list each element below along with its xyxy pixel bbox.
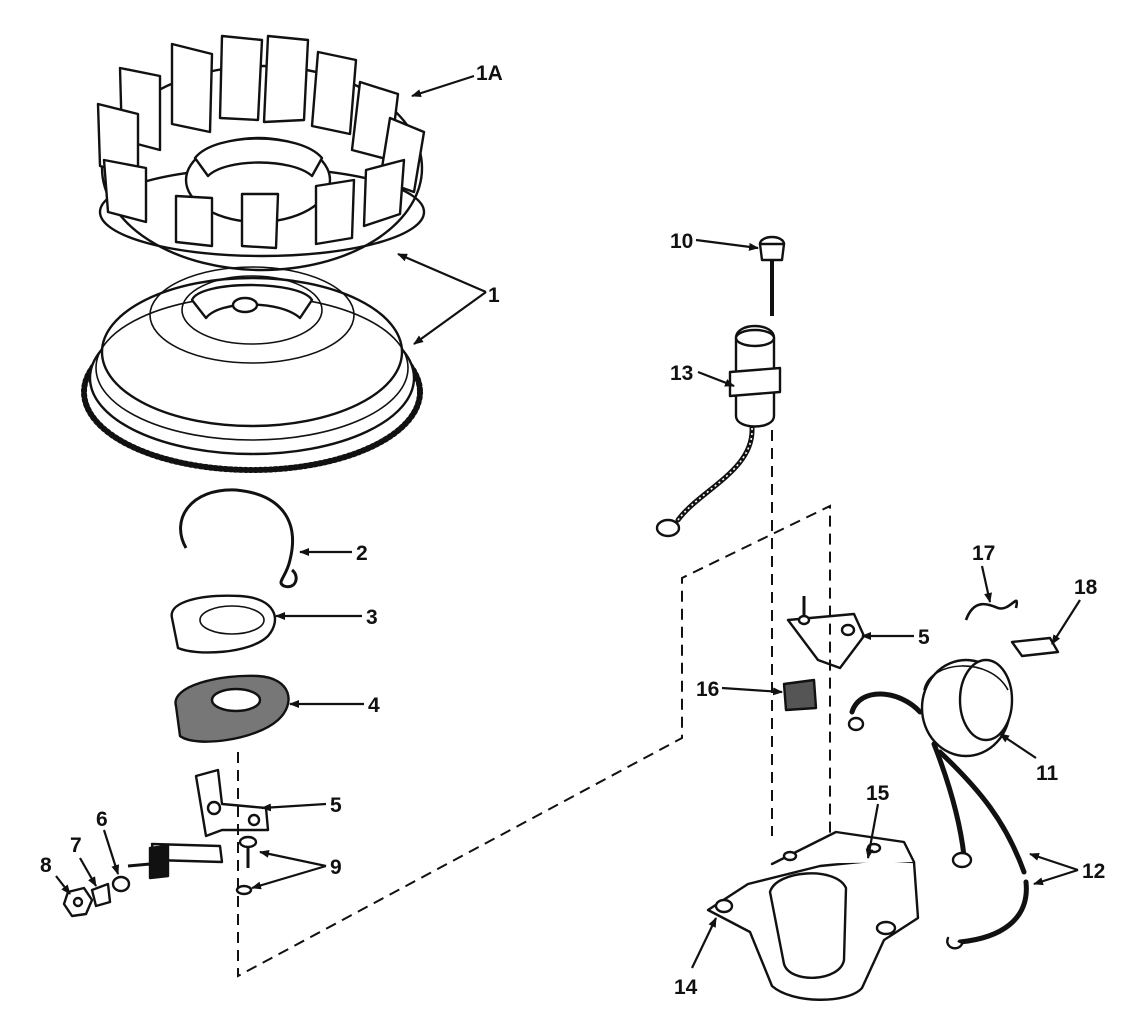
callout-11: 11 <box>1036 762 1059 785</box>
flywheel <box>81 266 423 473</box>
callout-8: 8 <box>40 854 52 877</box>
hardware-stack <box>62 875 131 918</box>
breaker-point <box>786 596 866 670</box>
breaker-box-base <box>706 830 920 1001</box>
callout-10: 10 <box>670 230 693 253</box>
callout-1A: 1A <box>476 62 503 85</box>
fan-blower-housing <box>96 34 426 272</box>
callout-9: 9 <box>330 856 342 879</box>
callout-17: 17 <box>972 542 995 565</box>
leader-lines <box>55 74 1081 969</box>
terminal-tab <box>1010 636 1060 658</box>
callout-18: 18 <box>1074 576 1098 599</box>
assembly-lines <box>237 430 831 978</box>
condenser <box>655 324 782 538</box>
callout-2: 2 <box>356 542 368 565</box>
callout-5-right: 5 <box>918 626 930 649</box>
spring-clip <box>179 488 298 589</box>
callout-4: 4 <box>368 694 380 717</box>
callout-labels: 1A 1 2 3 4 5 6 7 8 9 10 11 12 13 14 15 1… <box>40 62 1105 999</box>
callout-5-left: 5 <box>330 794 342 817</box>
callout-16: 16 <box>696 678 719 701</box>
screw-and-washer <box>235 835 258 896</box>
gasket <box>174 674 290 743</box>
cam-felt <box>782 678 818 712</box>
callout-12: 12 <box>1082 860 1105 883</box>
callout-1: 1 <box>488 284 500 307</box>
callout-14: 14 <box>674 976 698 999</box>
callout-6: 6 <box>96 808 108 831</box>
callout-7: 7 <box>70 834 82 857</box>
dust-cover <box>170 594 277 654</box>
wire-clip <box>964 599 1019 621</box>
callout-3: 3 <box>366 606 378 629</box>
callout-15: 15 <box>866 782 890 805</box>
ignition-coil <box>847 658 1029 950</box>
breaker-arm <box>127 768 270 880</box>
callout-13: 13 <box>670 362 693 385</box>
screw-10 <box>758 235 786 316</box>
